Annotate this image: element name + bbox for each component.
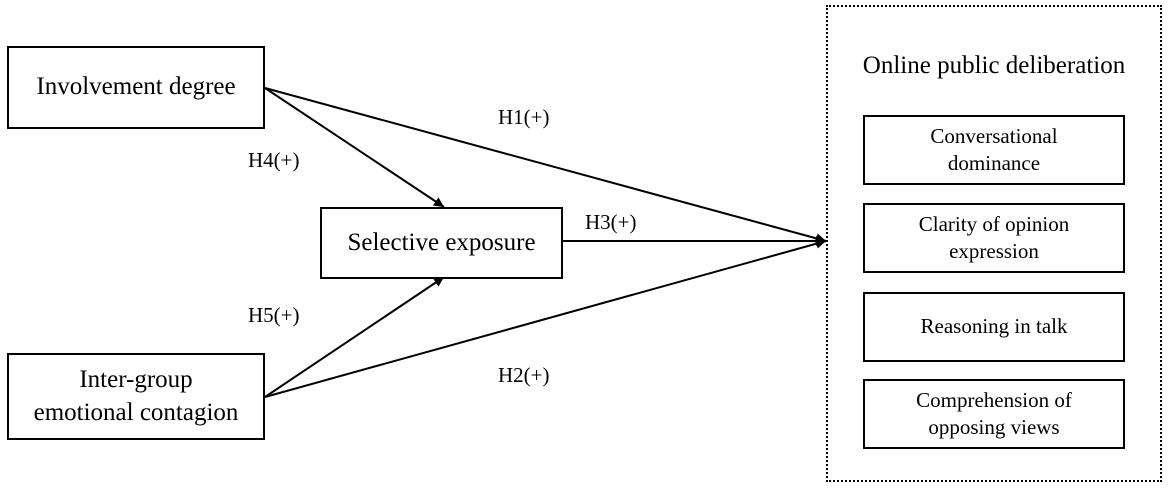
online-public-deliberation-frame xyxy=(826,5,1162,482)
online-public-deliberation-title: Online public deliberation xyxy=(862,52,1126,79)
emotional-contagion-label: Inter-group emotional contagion xyxy=(33,366,239,426)
involvement-degree-label: Involvement degree xyxy=(36,73,236,101)
selective-exposure-box: Selective exposure xyxy=(320,207,563,279)
selective-exposure-label: Selective exposure xyxy=(347,228,536,256)
outcome-item-label: Comprehension of opposing views xyxy=(916,387,1072,439)
arrow-h2 xyxy=(264,238,827,398)
outcome-item-clarity-of-opinion: Clarity of opinion expression xyxy=(863,203,1125,273)
outcome-item-comprehension-of-opposing-views: Comprehension of opposing views xyxy=(863,379,1125,449)
outcome-item-label: Conversational dominance xyxy=(930,123,1058,175)
outcome-item-reasoning-in-talk: Reasoning in talk xyxy=(863,292,1125,362)
outcome-item-label: Clarity of opinion expression xyxy=(918,211,1070,263)
arrow-h5 xyxy=(264,276,445,398)
hypothesis-h5-label: H5(+) xyxy=(248,303,300,327)
arrow-h1 xyxy=(264,87,827,244)
involvement-degree-box: Involvement degree xyxy=(7,46,265,129)
outcome-item-conversational-dominance: Conversational dominance xyxy=(863,115,1125,185)
hypothesis-h3-label: H3(+) xyxy=(585,210,637,234)
hypothesis-h1-label: H1(+) xyxy=(498,105,550,129)
emotional-contagion-box: Inter-group emotional contagion xyxy=(7,353,265,440)
hypothesis-h2-label: H2(+) xyxy=(498,363,550,387)
hypothesis-h4-label: H4(+) xyxy=(248,148,300,172)
outcome-item-label: Reasoning in talk xyxy=(920,314,1068,339)
arrow-h4 xyxy=(264,87,445,208)
